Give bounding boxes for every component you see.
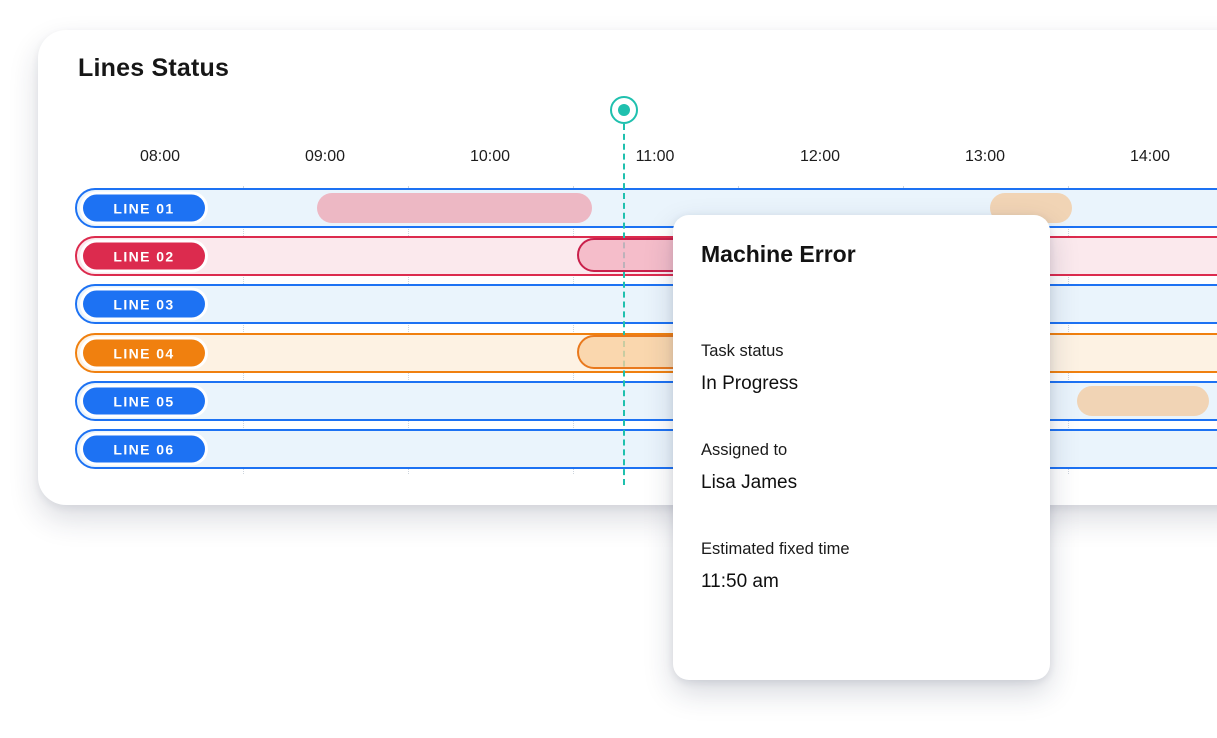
time-tick-label: 12:00 [799,148,841,165]
time-tick-label: 11:00 [635,148,675,165]
popup-title: Machine Error [701,241,856,267]
line-label-pill: LINE 04 [83,339,205,367]
popup-field-assigned-to: Assigned to Lisa James [701,441,1022,494]
panel-title: Lines Status [78,54,230,82]
line-label-pill: LINE 03 [83,290,205,318]
current-time-line [622,124,625,485]
line-label-pill: LINE 06 [83,435,205,463]
gridline [572,186,574,474]
time-tick-label: 10:00 [469,148,511,165]
gridline [1067,186,1069,474]
current-time-marker-icon[interactable] [609,96,638,124]
time-tick-label: 08:00 [139,148,181,165]
field-label: Task status [701,342,784,360]
field-value: In Progress [701,373,799,394]
field-value: 11:50 am [701,571,779,592]
machine-error-popup: Machine Error Task status In Progress As… [673,215,1050,680]
line-label-pill: LINE 02 [83,242,205,270]
time-tick-label: 09:00 [304,148,346,165]
gridline [407,186,409,474]
gridline [242,186,244,474]
line-label-pill: LINE 01 [83,194,205,222]
task-segment[interactable] [1077,386,1210,416]
field-label: Assigned to [701,441,788,459]
time-tick-label: 13:00 [964,148,1006,165]
popup-field-estimated-fixed-time: Estimated fixed time 11:50 am [701,540,1022,593]
time-tick-label: 14:00 [1129,148,1171,165]
field-value: Lisa James [701,472,798,493]
task-segment[interactable] [316,193,593,223]
popup-field-task-status: Task status In Progress [701,342,1022,395]
line-label-pill: LINE 05 [83,387,205,415]
field-label: Estimated fixed time [701,540,850,558]
